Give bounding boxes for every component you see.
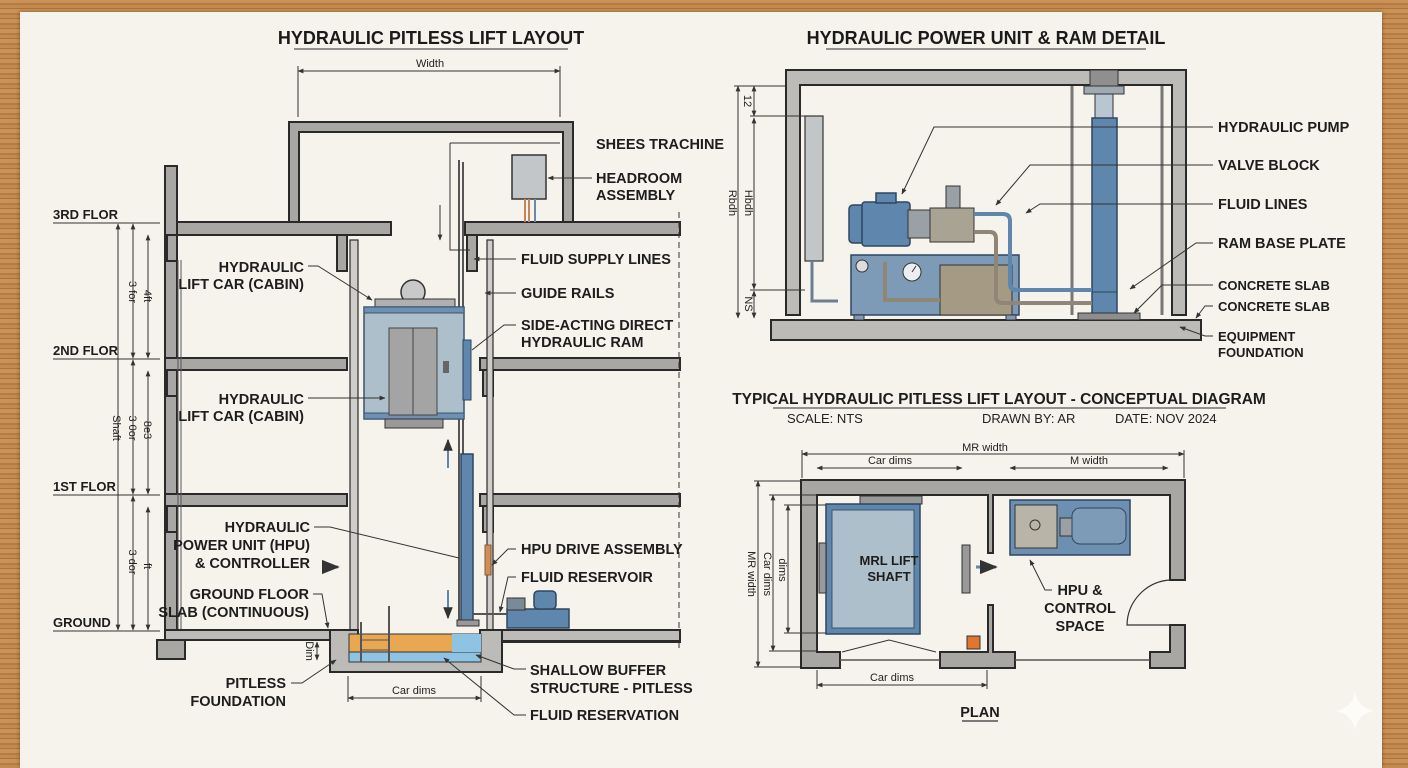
plan-hpu-unit <box>1009 499 1131 556</box>
dim-ns: NS <box>742 296 754 311</box>
plan-dim-bottom-car: Car dims <box>870 672 915 684</box>
label-fluid-reservation: FLUID RESERVATION <box>530 708 679 724</box>
plan-door-swing <box>1126 579 1171 626</box>
detail-section: HYDRAULIC POWER UNIT & RAM DETAIL <box>726 28 1350 360</box>
detail-dimensions: 12 Hbdh Rbdh NS <box>726 85 805 319</box>
headroom-control-cabinet <box>511 154 547 222</box>
plan-dim-left-mr: MR width <box>745 551 757 597</box>
label-ram-2: HYDRAULIC RAM <box>521 335 643 351</box>
plan-dim-mr-width: MR width <box>962 442 1008 454</box>
label-ram-1: SIDE-ACTING DIRECT <box>521 318 673 334</box>
label-headroom-1: HEADROOM <box>596 171 682 187</box>
label-hpu-3: & CONTROLLER <box>195 556 311 572</box>
left-callouts: HYDRAULIC LIFT CAR (CABIN) HYDRAULIC LIF… <box>158 260 460 710</box>
drawing-sheet <box>20 12 1382 768</box>
dim-12: 12 <box>741 95 753 107</box>
label-valve-block: VALVE BLOCK <box>1218 158 1320 174</box>
dim-1st-clear: ft <box>141 563 153 569</box>
label-guide-rails: GUIDE RAILS <box>521 286 615 302</box>
label-car-upper-2: LIFT CAR (CABIN) <box>178 277 304 293</box>
hpu-space-label-3: SPACE <box>1056 619 1105 635</box>
control-panel <box>804 115 824 262</box>
label-fluid-lines: FLUID LINES <box>1218 197 1308 213</box>
plan-dim-left-dims: dims <box>776 558 788 582</box>
ram-column <box>1077 85 1141 321</box>
floor-label-1st: 1ST FLOR <box>53 479 116 494</box>
date-text: DATE: NOV 2024 <box>1115 411 1217 426</box>
label-headroom-2: ASSEMBLY <box>596 188 676 204</box>
label-hpu-drive: HPU DRIVE ASSEMBLY <box>521 542 683 558</box>
plan-view: MR width Car dims M width MRL LIFT SHAFT <box>745 442 1186 722</box>
label-fluid-reservoir: FLUID RESERVOIR <box>521 570 653 586</box>
car-dims-dimension: Car dims <box>347 676 482 702</box>
label-fluid-supply: FLUID SUPPLY LINES <box>521 252 671 268</box>
dim-1st-floor: 3 dor <box>126 549 138 574</box>
floor-label-2nd: 2ND FLOR <box>53 343 119 358</box>
label-equipment: EQUIPMENT <box>1218 329 1295 344</box>
label-car-lower-1: HYDRAULIC <box>219 392 305 408</box>
drawing-title: TYPICAL HYDRAULIC PITLESS LIFT LAYOUT - … <box>732 391 1266 408</box>
label-concrete-slab-1: CONCRETE SLAB <box>1218 278 1330 293</box>
label-car-upper-1: HYDRAULIC <box>219 260 305 276</box>
plan-caption: PLAN <box>960 705 999 721</box>
dim-2nd-floor: 3 0or <box>126 415 138 440</box>
hpu-space-label-1: HPU & <box>1057 583 1103 599</box>
detail-callouts: HYDRAULIC PUMP VALVE BLOCK FLUID LINES R… <box>901 120 1350 360</box>
label-hydraulic-pump: HYDRAULIC PUMP <box>1218 120 1350 136</box>
pit-depth-dim: Dim <box>303 641 315 661</box>
left-section: HYDRAULIC PITLESS LIFT LAYOUT Width <box>53 28 724 724</box>
left-section-title: HYDRAULIC PITLESS LIFT LAYOUT <box>278 28 584 48</box>
label-machine: SHEES TRACHINE <box>596 137 724 153</box>
label-foundation: FOUNDATION <box>1218 345 1304 360</box>
hpu-unit <box>473 590 570 629</box>
drawn-by-text: DRAWN BY: AR <box>982 411 1075 426</box>
hydraulic-ram <box>321 438 492 627</box>
scale-text: SCALE: NTS <box>787 411 863 426</box>
sparkle-watermark-icon <box>1336 692 1374 730</box>
label-foundation-1: PITLESS <box>226 676 287 692</box>
label-slab-2: SLAB (CONTINUOUS) <box>158 605 309 621</box>
dim-3rd-clear: 4ft <box>141 290 153 302</box>
plan-dim-car: Car dims <box>868 455 913 467</box>
label-slab-1: GROUND FLOOR <box>190 587 310 603</box>
right-callouts: SHEES TRACHINE HEADROOM ASSEMBLY FLUID S… <box>443 137 724 724</box>
detail-section-title: HYDRAULIC POWER UNIT & RAM DETAIL <box>807 28 1166 48</box>
shaft-label-2: SHAFT <box>867 569 910 584</box>
title-block: TYPICAL HYDRAULIC PITLESS LIFT LAYOUT - … <box>732 391 1266 426</box>
car-dims-label: Car dims <box>392 685 437 697</box>
dim-hbdh: Hbdh <box>742 190 754 216</box>
label-buffer-1: SHALLOW BUFFER <box>530 663 667 679</box>
label-ram-base-plate: RAM BASE PLATE <box>1218 236 1346 252</box>
label-car-lower-2: LIFT CAR (CABIN) <box>178 409 304 425</box>
floor-label-3rd: 3RD FLOR <box>53 207 119 222</box>
shaft-label-1: MRL LIFT <box>860 553 919 568</box>
hpu-space-label-2: CONTROL <box>1044 601 1116 617</box>
floor-label-ground: GROUND <box>53 615 111 630</box>
dim-rbdh: Rbdh <box>726 190 738 216</box>
width-dim-label: Width <box>416 58 444 70</box>
hydraulic-pump-unit <box>848 185 1092 321</box>
valve-block <box>929 207 975 243</box>
plan-dim-left-car: Car dims <box>761 552 773 597</box>
label-foundation-2: FOUNDATION <box>190 694 286 710</box>
dim-shaft: Shaft <box>110 415 122 441</box>
lift-car <box>363 279 472 429</box>
label-concrete-slab-2: CONCRETE SLAB <box>1218 299 1330 314</box>
label-hpu-1: HYDRAULIC <box>225 520 311 536</box>
dim-3rd-floor: 3 for <box>126 281 138 303</box>
width-dimension: Width <box>297 58 561 117</box>
label-hpu-2: POWER UNIT (HPU) <box>173 538 310 554</box>
equipment-foundation <box>770 319 1202 341</box>
plan-lift-shaft: MRL LIFT SHAFT <box>818 495 998 653</box>
dim-2nd-clear: 8e3 <box>141 421 153 439</box>
label-buffer-2: STRUCTURE - PITLESS <box>530 681 693 697</box>
plan-dim-m-width: M width <box>1070 455 1108 467</box>
floor-levels: 3RD FLOR 2ND FLOR 1ST FLOR GROUND 3 for … <box>53 207 160 632</box>
pitless-buffer-pit <box>348 606 482 663</box>
